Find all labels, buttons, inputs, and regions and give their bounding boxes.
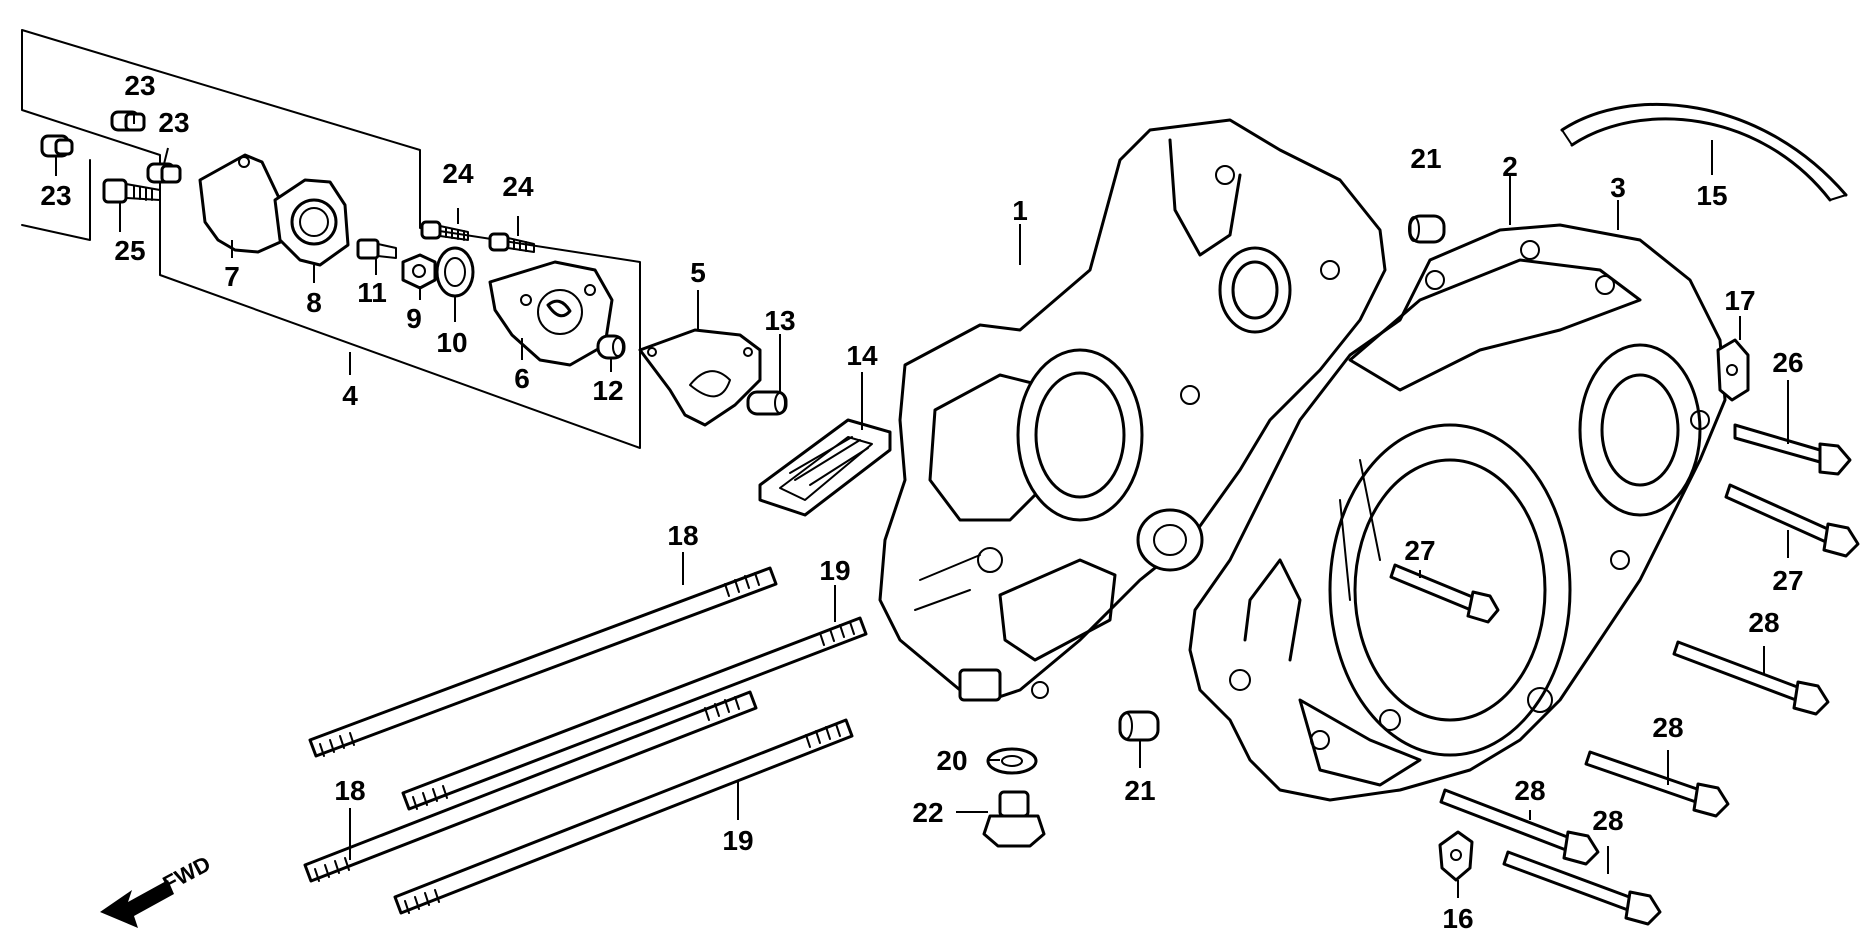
label-8: 8 <box>306 287 322 318</box>
label-16: 16 <box>1442 903 1473 934</box>
breather-tube-15 <box>1560 102 1848 202</box>
dowel-21-lower <box>1118 710 1160 742</box>
bolt-27-inner <box>1389 563 1500 624</box>
dowel-13 <box>746 390 788 416</box>
label-1: 1 <box>1012 195 1028 226</box>
bolt-28-d <box>1502 850 1662 926</box>
gasket-8 <box>273 178 350 267</box>
label-4: 4 <box>342 380 358 411</box>
forward-label: FWD <box>159 851 215 897</box>
bolt-28-b <box>1584 750 1730 818</box>
label-24-a: 24 <box>442 158 474 189</box>
bolt-28-a <box>1672 640 1830 716</box>
label-17: 17 <box>1724 285 1755 316</box>
label-5: 5 <box>690 257 706 288</box>
label-10: 10 <box>436 327 467 358</box>
stud-18-upper <box>308 566 778 758</box>
label-28-a: 28 <box>1748 607 1779 638</box>
label-27-inner: 27 <box>1404 535 1435 566</box>
label-11: 11 <box>357 277 387 308</box>
label-23-left: 23 <box>40 180 71 211</box>
stud-19-lower <box>393 718 854 915</box>
fitting-11 <box>356 238 397 260</box>
oil-pump-group-frame <box>21 29 641 449</box>
bolt-26 <box>1733 423 1852 476</box>
nut-23-c <box>146 162 182 184</box>
drain-bolt-22 <box>982 790 1046 848</box>
label-22: 22 <box>912 797 943 828</box>
label-19-lower: 19 <box>722 825 753 856</box>
dowel-12 <box>596 334 626 360</box>
label-24-b: 24 <box>502 171 534 202</box>
bolt-27-right <box>1724 483 1860 558</box>
oil-strainer-14 <box>758 418 892 517</box>
label-27-right: 27 <box>1772 565 1803 596</box>
gasket-5 <box>638 328 762 427</box>
label-25: 25 <box>114 235 145 266</box>
washer-9 <box>401 253 437 290</box>
label-7: 7 <box>224 261 240 292</box>
pump-cover-7 <box>198 153 287 254</box>
crankcase-left-1 <box>878 118 1387 702</box>
pump-body-6 <box>488 260 614 367</box>
nut-23-b <box>110 110 146 132</box>
forward-arrow-icon: FWD <box>100 851 215 928</box>
dowel-21-upper <box>1408 214 1446 244</box>
stud-18-lower <box>303 690 758 883</box>
label-20: 20 <box>936 745 967 776</box>
leader-lines <box>55 112 1789 898</box>
label-12: 12 <box>592 375 623 406</box>
seal-10 <box>435 246 475 298</box>
label-28-c: 28 <box>1514 775 1545 806</box>
label-6: 6 <box>514 363 530 394</box>
label-21-upper: 21 <box>1410 143 1441 174</box>
clip-16 <box>1438 830 1474 882</box>
label-26: 26 <box>1772 347 1803 378</box>
label-19-upper: 19 <box>819 555 850 586</box>
label-14: 14 <box>846 340 878 371</box>
bolt-28-c <box>1439 788 1600 866</box>
clip-17 <box>1716 338 1750 402</box>
part-labels: 1 2 3 4 5 6 7 8 9 10 11 12 13 14 15 16 1… <box>40 70 1803 934</box>
label-23-mid: 23 <box>158 107 189 138</box>
pump-cover-7-hole <box>238 156 250 168</box>
label-28-b: 28 <box>1652 712 1683 743</box>
bolt-24-a <box>420 220 469 241</box>
label-18-lower: 18 <box>334 775 365 806</box>
label-21-lower: 21 <box>1124 775 1155 806</box>
label-3: 3 <box>1610 172 1626 203</box>
label-18-upper: 18 <box>667 520 698 551</box>
nut-23-a <box>40 134 74 158</box>
label-13: 13 <box>764 305 795 336</box>
bolt-25 <box>102 178 161 204</box>
label-9: 9 <box>406 303 422 334</box>
label-2: 2 <box>1502 151 1518 182</box>
bolt-24-b <box>488 232 535 253</box>
label-23-top: 23 <box>124 70 155 101</box>
stud-19-upper <box>401 616 868 811</box>
label-15: 15 <box>1696 180 1727 211</box>
label-28-d: 28 <box>1592 805 1623 836</box>
